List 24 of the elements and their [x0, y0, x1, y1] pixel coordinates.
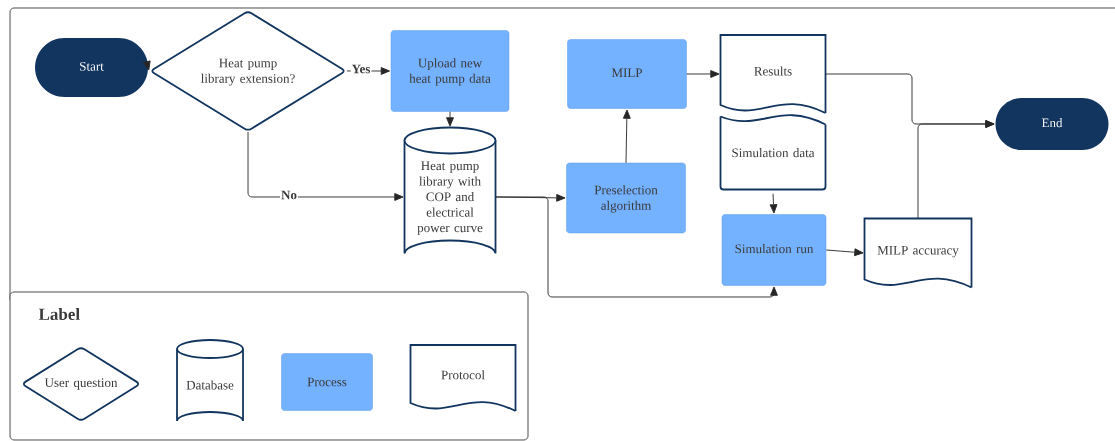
process-box: Simulation run — [721, 214, 827, 286]
edge-label: Yes — [350, 63, 372, 75]
legend-process-box: Process — [281, 353, 373, 411]
arrow — [346, 67, 390, 75]
arrow — [686, 70, 720, 78]
arrow — [622, 109, 631, 164]
database-cylinder: Heat pump library with COP and electrical power curve — [403, 126, 497, 255]
arrow — [495, 196, 778, 298]
arrow — [247, 131, 404, 201]
arrow — [917, 120, 995, 219]
terminal-pill: End — [995, 98, 1109, 150]
arrow — [142, 60, 151, 71]
legend-title: Label — [38, 308, 80, 320]
process-box: Upload new heat pump data — [390, 30, 510, 112]
edge-label: No — [280, 189, 298, 201]
arrow — [825, 248, 864, 257]
process-box: Preselection algorithm — [566, 162, 686, 234]
arrow — [446, 111, 454, 127]
terminal-pill: Start — [35, 38, 148, 97]
process-box: MILP — [567, 39, 687, 109]
arrow — [769, 193, 778, 214]
document-shape: MILP accuracy — [863, 217, 973, 289]
legend-document-shape: Protocol — [409, 344, 517, 412]
legend-database-cylinder: Database — [176, 339, 244, 422]
